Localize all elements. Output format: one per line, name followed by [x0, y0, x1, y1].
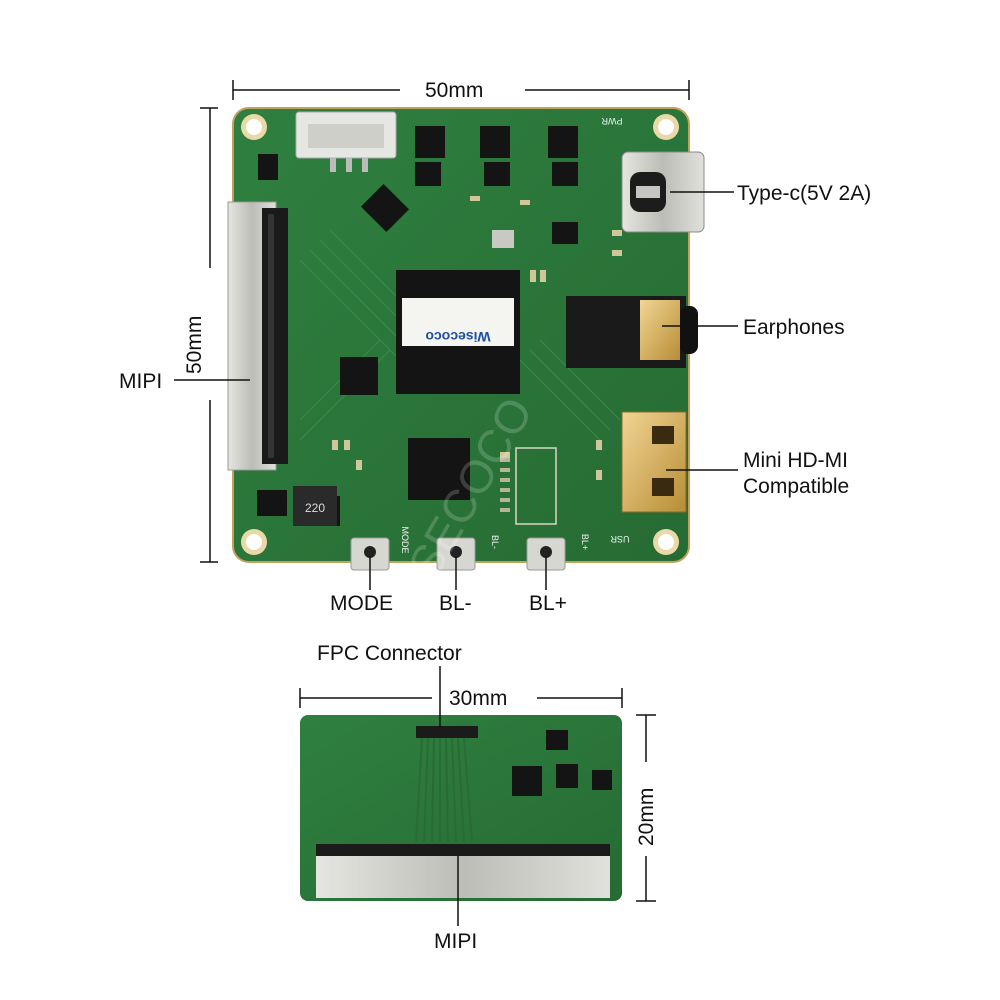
type-c-port: [621, 151, 705, 233]
dim-main-height: 50mm: [183, 315, 206, 374]
main-board: Wisecoco 220: [227, 107, 705, 571]
dimension-lines: [200, 80, 690, 902]
mount-hole-tr: [653, 114, 679, 140]
mode-silkscreen: MODE: [400, 527, 410, 554]
bl-plus-silkscreen: BL+: [580, 534, 590, 550]
inductor: 220: [293, 486, 337, 526]
label-bl-minus: BL-: [439, 592, 472, 615]
label-mini-hdmi-line1: Mini HD-MI: [743, 449, 848, 472]
pin-header: [500, 447, 557, 525]
usr-silkscreen: USR: [610, 534, 630, 544]
adapter-board: [300, 715, 622, 901]
adapter-chips: [512, 730, 612, 796]
mini-hdmi-port: [621, 411, 687, 513]
adapter-mipi-slot: [316, 844, 610, 898]
mode-button[interactable]: [350, 537, 390, 571]
dim-adapter-height: 20mm: [635, 787, 658, 846]
crystal: [492, 230, 514, 248]
label-mode: MODE: [330, 592, 393, 615]
pwr-silkscreen: PWR: [601, 116, 622, 126]
label-bl-plus: BL+: [529, 592, 567, 615]
brand-silkscreen: Wisecoco: [425, 329, 490, 345]
label-mipi-main: MIPI: [119, 370, 163, 393]
bl-plus-button[interactable]: [526, 537, 566, 571]
dim-main-width: 50mm: [425, 79, 484, 102]
earphone-jack: [566, 296, 698, 368]
callout-lines: [174, 191, 738, 926]
label-mini-hdmi-line2: Compatible: [743, 475, 850, 498]
label-earphones: Earphones: [743, 316, 845, 339]
mount-hole-tl: [241, 114, 267, 140]
mipi-fpc-slot: [227, 201, 288, 471]
label-type-c: Type-c(5V 2A): [737, 182, 872, 205]
bl-minus-button[interactable]: [436, 537, 476, 571]
mount-hole-br: [653, 529, 679, 555]
dim-adapter-width: 30mm: [449, 687, 508, 710]
bl-minus-silkscreen: BL-: [490, 535, 500, 549]
label-fpc-connector: FPC Connector: [317, 642, 462, 665]
jst-connector: [295, 111, 397, 172]
label-mipi-adapter: MIPI: [434, 930, 478, 953]
passive-components: [332, 196, 622, 480]
inductor-label: 220: [305, 501, 325, 515]
adapter-fpc-connector: [416, 726, 478, 738]
mount-hole-bl: [241, 529, 267, 555]
main-soc: Wisecoco: [396, 270, 520, 394]
